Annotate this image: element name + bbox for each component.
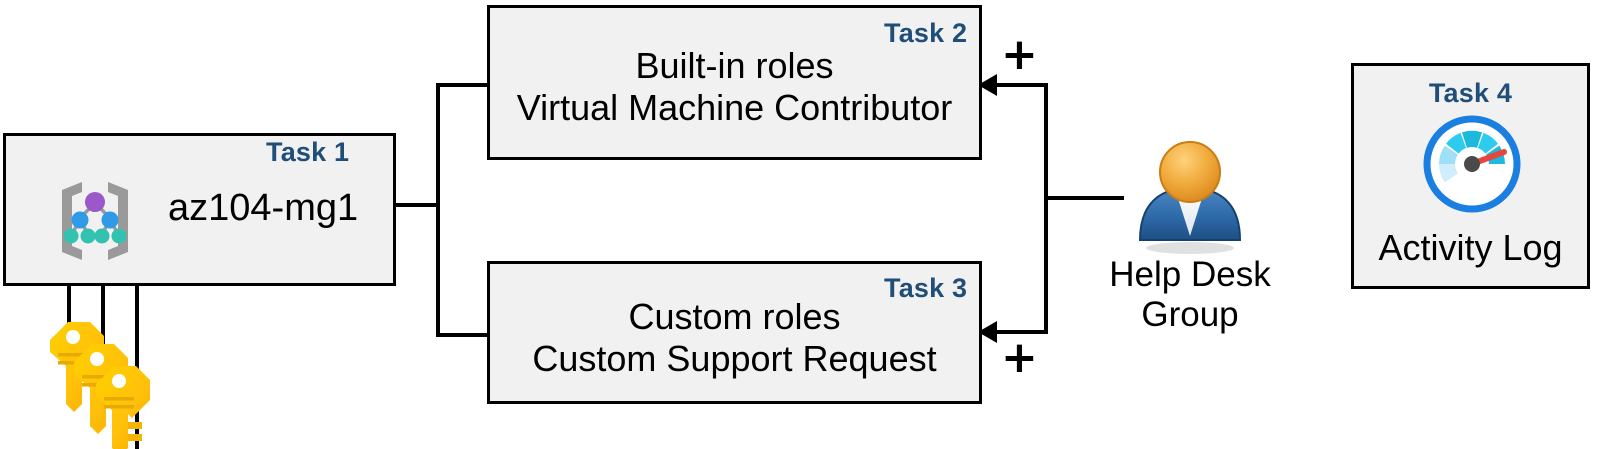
plus-sign-top: + — [1001, 29, 1038, 80]
task3-line2: Custom Support Request — [532, 338, 937, 379]
connector-right-bracket-stub — [1044, 196, 1124, 200]
task2-label: Task 2 — [884, 18, 968, 48]
connector-right-bracket-vertical — [1044, 83, 1048, 334]
keys-icon — [38, 320, 153, 449]
connector-to-task2 — [996, 83, 1048, 87]
connector-left-bracket-top — [436, 83, 488, 87]
activity-log-gauge-icon — [1423, 115, 1521, 213]
task2-line2: Virtual Machine Contributor — [516, 87, 953, 128]
key-arrow-shaft-3 — [135, 272, 139, 449]
task2-box[interactable] — [487, 5, 982, 160]
arrowhead-task2 — [978, 74, 997, 96]
task3-label: Task 3 — [884, 273, 968, 303]
connector-to-task1 — [396, 203, 440, 207]
task3-line1: Custom roles — [628, 296, 841, 337]
task1-label: Task 1 — [266, 137, 350, 167]
connector-to-task3 — [996, 330, 1048, 334]
connector-left-bracket-vertical — [436, 83, 440, 337]
plus-sign-bottom: + — [1001, 332, 1038, 383]
management-group-icon — [52, 176, 138, 264]
task2-line1: Built-in roles — [635, 45, 834, 86]
key-arrow-shaft-2 — [101, 262, 105, 405]
help-desk-group-line2: Group — [1141, 295, 1239, 334]
user-group-icon — [1128, 140, 1252, 255]
key-arrow-shaft-1 — [67, 262, 71, 372]
task4-text: Activity Log — [1378, 227, 1563, 268]
connector-left-bracket-bottom — [436, 333, 488, 337]
task4-label: Task 4 — [1428, 78, 1513, 108]
task1-text: az104-mg1 — [168, 187, 359, 229]
arrowhead-task3 — [978, 321, 997, 343]
help-desk-group-line1: Help Desk — [1109, 255, 1271, 294]
task3-box[interactable] — [487, 261, 982, 404]
